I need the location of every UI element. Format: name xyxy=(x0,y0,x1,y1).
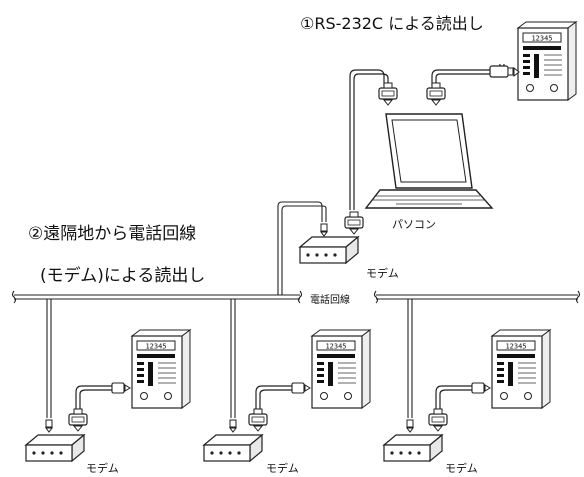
remote-station-1 xyxy=(25,299,191,462)
rs232c-readout-label: ①RS-232C による読出し xyxy=(300,14,484,33)
phone-line xyxy=(11,290,581,304)
main-modem-phone-connector xyxy=(320,223,328,237)
remote-station-3 xyxy=(383,299,551,462)
modem-data-connector xyxy=(344,211,364,235)
laptop-modem-connector xyxy=(378,82,398,106)
main-modem-icon xyxy=(299,236,359,264)
modem-label-station-2: モデム xyxy=(266,462,299,475)
remote-readout-label-line2: (モデム)による読出し xyxy=(40,266,206,286)
modem-label-main: モデム xyxy=(366,267,399,280)
remote-station-2 xyxy=(203,299,371,462)
laptop-icon xyxy=(364,113,494,209)
main-modem-line-cable xyxy=(277,201,327,295)
pc-label: パソコン xyxy=(392,218,436,231)
device-serial-connector xyxy=(489,65,520,78)
top-device-icon xyxy=(517,21,577,101)
modem-label-station-3: モデム xyxy=(445,462,478,475)
phone-line-label: 電話回線 xyxy=(308,291,352,306)
remote-readout-label-line1: ②遠隔地から電話回線 xyxy=(28,224,197,244)
laptop-serial-connector xyxy=(426,82,446,106)
laptop-modem-cable xyxy=(349,69,389,210)
modem-label-station-1: モデム xyxy=(86,462,119,475)
